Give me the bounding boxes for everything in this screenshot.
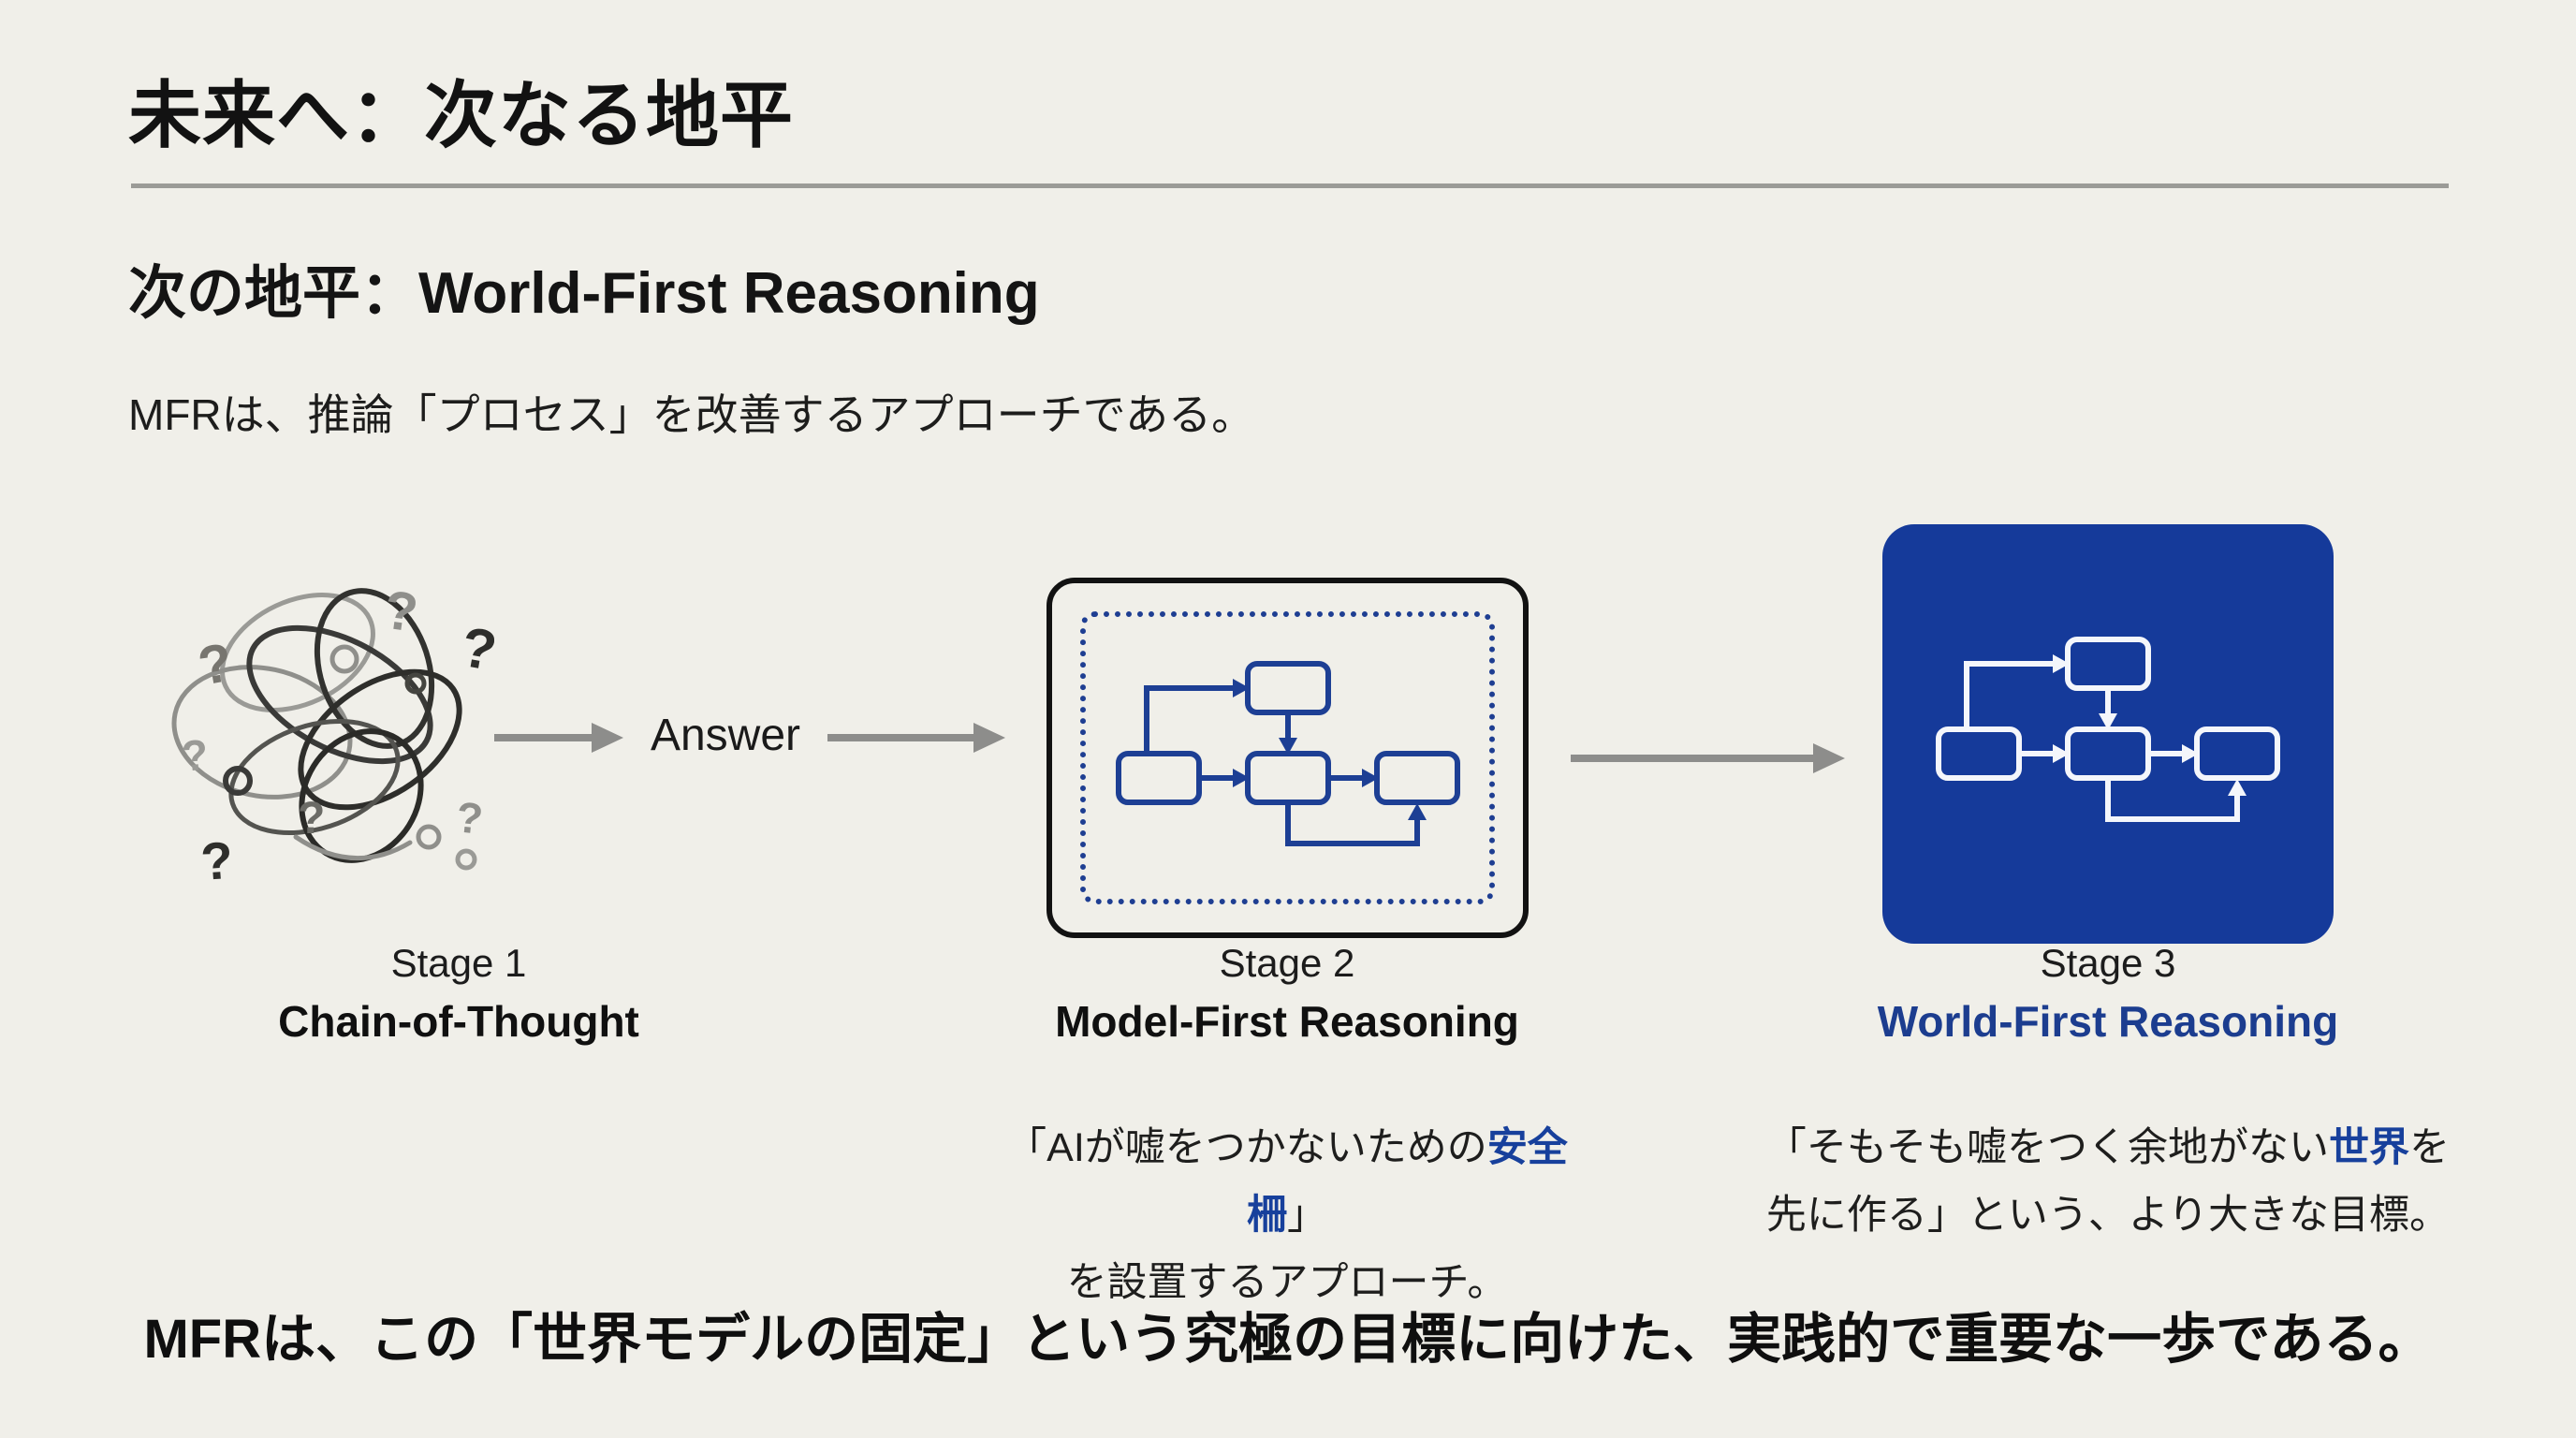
svg-text:?: ? [180, 729, 211, 781]
stage2-caption: 「AIが嘘をつかないための安全柵」 を設置するアプローチ。 [969, 1114, 1605, 1317]
slide-subtitle: 次の地平：World-First Reasoning [128, 261, 1040, 326]
answer-label: Answer [650, 711, 801, 760]
stage3-caption-post: を [2409, 1125, 2451, 1170]
stage2-model-first-box [1046, 578, 1529, 938]
stage2-number: Stage 2 [1219, 941, 1355, 985]
svg-text:?: ? [454, 792, 485, 844]
stage2-caption-highlight: 安全柵 [1247, 1125, 1568, 1239]
stage1-number: Stage 1 [390, 941, 527, 985]
stage2-caption-line2: を設置するアプローチ。 [1066, 1260, 1508, 1306]
stage3-label: Stage 3 World-First Reasoning [1865, 941, 2351, 1046]
stage2-name: Model-First Reasoning [1055, 997, 1519, 1046]
stage3-caption-pre: 「そもそも嘘をつく余地がない [1765, 1125, 2330, 1170]
svg-text:?: ? [198, 830, 235, 882]
arrow-stage2-to-stage3-icon [1571, 743, 1845, 773]
stage3-caption-line2: 先に作る」という、より大きな目標。 [1765, 1193, 2451, 1239]
stage3-caption: 「そもそも嘘をつく余地がない世界を 先に作る」という、より大きな目標。 [1743, 1114, 2473, 1249]
svg-text:?: ? [457, 615, 494, 682]
stage2-caption-post: 」 [1287, 1193, 1327, 1239]
stage1-name: Chain-of-Thought [278, 997, 639, 1046]
conclusion-text: MFRは、この「世界モデルの固定」という究極の目標に向けた、実践的で重要な一歩で… [143, 1309, 2433, 1370]
svg-text:?: ? [380, 580, 421, 644]
stage3-world-first-box [1882, 524, 2334, 944]
slide-title: 未来へ：次なる地平 [128, 74, 795, 156]
title-divider [131, 183, 2449, 188]
guardrail-dotted-border [1080, 611, 1495, 904]
stage3-name: World-First Reasoning [1877, 997, 2339, 1046]
chaos-scribble-icon: ? ? ? ? ? ? ? [171, 580, 494, 882]
stage3-caption-highlight: 世界 [2329, 1125, 2410, 1170]
stage2-label: Stage 2 Model-First Reasoning [1044, 941, 1530, 1046]
stage2-caption-pre: 「AIが嘘をつかないための [1006, 1125, 1487, 1170]
stage3-number: Stage 3 [2040, 941, 2176, 985]
arrow-answer-to-stage2-icon [827, 723, 1005, 753]
lead-text: MFRは、推論「プロセス」を改善するアプローチである。 [128, 390, 1255, 439]
flowchart-icon [1115, 660, 1460, 846]
arrow-stage1-to-answer-icon [494, 723, 623, 753]
flowchart-icon [1936, 637, 2280, 822]
stage1-label: Stage 1 Chain-of-Thought [215, 941, 702, 1046]
svg-text:?: ? [298, 794, 325, 844]
